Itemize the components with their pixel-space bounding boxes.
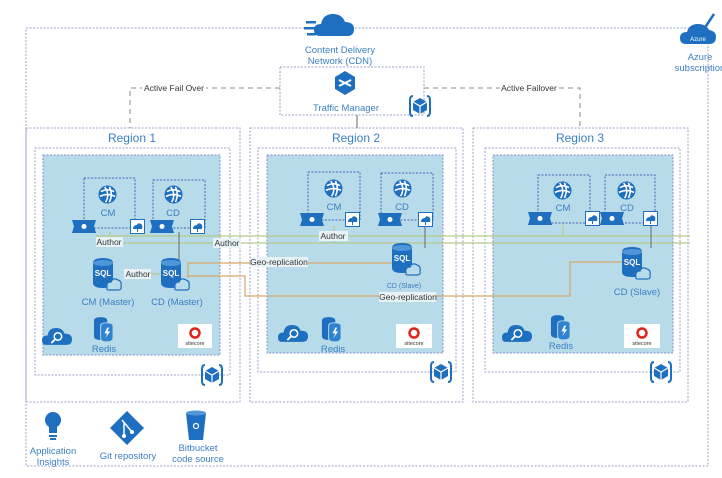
subscription-label-2: subscription	[675, 63, 722, 74]
traffic-manager-label: Traffic Manager	[313, 103, 379, 114]
load-balancer-icon[interactable]	[378, 213, 402, 226]
sql-icon-text: SQL	[95, 269, 112, 278]
region-title: Region 1	[108, 131, 156, 145]
cd-label: CD	[620, 203, 634, 214]
bitbucket-icon	[186, 410, 206, 440]
load-balancer-icon[interactable]	[300, 213, 324, 226]
sql-cd-slave-label: CD (Slave)	[387, 283, 421, 290]
resource-group-icon	[650, 361, 672, 383]
region-title: Region 2	[332, 131, 380, 145]
traffic-manager-icon[interactable]	[335, 71, 355, 95]
load-balancer-icon[interactable]	[600, 212, 624, 225]
application-insights[interactable]: Application Insights	[30, 412, 76, 468]
load-balancer-icon[interactable]	[72, 220, 96, 233]
cd-label: CD	[395, 202, 409, 213]
cdn-label-2: Network (CDN)	[308, 56, 372, 67]
cm-web-app-icon[interactable]	[324, 179, 343, 198]
tool-label: Application	[30, 446, 76, 457]
sitecore-text: sitecore	[404, 341, 423, 347]
sql-links	[178, 226, 652, 262]
subscription-label: Azure	[688, 52, 713, 63]
active-failover-line-right	[424, 87, 581, 128]
sql-icon-text: SQL	[163, 269, 180, 278]
azure-icon-text: Azure	[690, 37, 706, 43]
scale-set-icon[interactable]	[585, 211, 600, 226]
resource-group-icon	[409, 95, 431, 117]
tool-label: Bitbucket	[178, 443, 217, 454]
cm-web-app-icon[interactable]	[553, 181, 572, 200]
scale-set-icon[interactable]	[345, 212, 360, 227]
cdn-cloud-icon[interactable]	[304, 14, 354, 36]
redis-label: Redis	[92, 344, 117, 355]
region-title: Region 3	[556, 131, 604, 145]
scale-set-icon[interactable]	[643, 211, 658, 226]
sitecore-text: sitecore	[185, 341, 204, 347]
scale-set-icon[interactable]	[190, 219, 205, 234]
cm-label: CM	[327, 202, 342, 213]
cm-web-app-icon[interactable]	[98, 185, 117, 204]
load-balancer-icon[interactable]	[528, 212, 552, 225]
cd-web-app-icon[interactable]	[164, 185, 183, 204]
region-3-services: Redis sitecore	[502, 315, 672, 383]
sql-icon-text: SQL	[624, 258, 641, 267]
load-balancer-icon[interactable]	[150, 220, 174, 233]
subscription-boundary	[25, 27, 709, 467]
geo-replication-label: Geo-replication	[379, 292, 437, 302]
tool-label: Insights	[37, 457, 70, 468]
sql-cd-slave-label: CD (Slave)	[614, 287, 660, 298]
scale-set-icon[interactable]	[130, 219, 145, 234]
resource-group-icon	[430, 361, 452, 383]
cm-label: CM	[101, 208, 116, 219]
author-label: Author	[96, 237, 121, 247]
tool-label: Git repository	[100, 451, 157, 462]
cd-app-box	[152, 179, 206, 229]
active-failover-line-left	[129, 87, 280, 128]
cd-web-app-icon[interactable]	[393, 179, 412, 198]
cd-web-app-icon[interactable]	[617, 181, 636, 200]
region-2-services: Redis sitecore	[278, 317, 452, 383]
redis-label: Redis	[321, 344, 346, 355]
tool-label: code source	[172, 454, 224, 465]
azure-subscription-icon[interactable]: Azure	[680, 13, 716, 44]
bitbucket-code-source[interactable]: Bitbucket code source	[172, 410, 224, 466]
cd-label: CD	[166, 208, 180, 219]
author-label: Author	[125, 269, 150, 279]
author-label: Author	[320, 231, 345, 241]
cm-app-box	[83, 177, 136, 229]
git-icon	[110, 411, 144, 445]
sitecore-text: sitecore	[632, 341, 651, 347]
region-3: Region 3 CM CD	[472, 127, 689, 403]
cdn-label: Content Delivery	[305, 45, 375, 56]
region-1: Region 1 CM CD	[25, 127, 241, 403]
active-failover-left-label: Active Fail Over	[144, 83, 204, 93]
git-repository[interactable]: Git repository	[100, 411, 157, 462]
geo-replication-label: Geo-replication	[250, 257, 308, 267]
resource-group-icon	[201, 364, 223, 386]
sql-cm-master-label: CM (Master)	[82, 297, 135, 308]
lightbulb-icon	[45, 412, 61, 440]
region-1-services: Redis sitecore	[42, 317, 223, 386]
region-2: Region 2 CM CD	[249, 127, 464, 403]
sql-cd-master-label: CD (Master)	[151, 297, 203, 308]
sql-icon-text: SQL	[394, 254, 411, 263]
cm-label: CM	[556, 203, 571, 214]
traffic-manager-box	[279, 66, 425, 116]
redis-label: Redis	[549, 341, 574, 352]
author-label: Author	[214, 238, 239, 248]
active-failover-right-label: Active Failover	[501, 83, 557, 93]
scale-set-icon[interactable]	[418, 212, 433, 227]
